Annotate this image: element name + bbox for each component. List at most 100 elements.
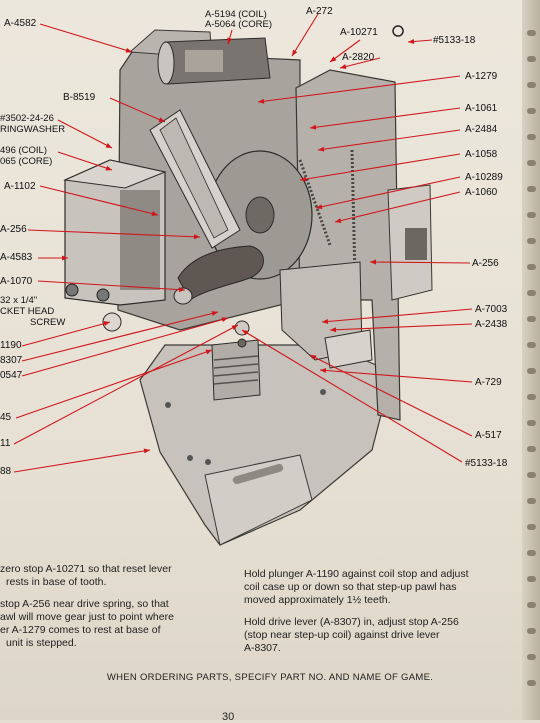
leader-line [39, 185, 159, 216]
callout-core065: 065 (CORE) [0, 156, 53, 167]
callout-1190: 1190 [0, 340, 22, 351]
callout-a256-left: A-256 [0, 224, 27, 235]
leader-arrowhead [258, 98, 265, 104]
binding-holes [526, 30, 536, 710]
instruction-line: moved approximately 1½ teeth. [244, 594, 391, 606]
coil-case-screw [65, 283, 79, 297]
callout-a256-right: A-256 [472, 258, 499, 269]
binding-hole [527, 238, 536, 244]
leader-arrowhead [193, 234, 200, 240]
callout-3502a: #3502-24-26 [0, 113, 54, 124]
leader-line [329, 39, 361, 63]
callout-a4582: A-4582 [4, 18, 37, 29]
callout-a1070: A-1070 [0, 276, 33, 287]
leader-line [13, 449, 151, 473]
callout-a517: A-517 [475, 430, 502, 441]
binding-hole [527, 420, 536, 426]
callout-3502b: RINGWASHER [0, 124, 66, 135]
callout-a5064: A-5064 (CORE) [205, 19, 273, 30]
leader-line [319, 369, 473, 383]
plunger-roller [102, 312, 122, 332]
binding-hole [527, 212, 536, 218]
binding-hole [527, 290, 536, 296]
leader-line [37, 280, 186, 291]
instruction-line: stop A-256 near drive spring, so that [0, 598, 169, 610]
drive-spring [177, 245, 264, 301]
base-hole [165, 402, 171, 408]
binding-hole [527, 654, 536, 660]
binding-hole [527, 160, 536, 166]
leader-arrowhead [330, 56, 337, 62]
instruction-line: rests in base of tooth. [6, 576, 107, 588]
leader-line [21, 317, 229, 377]
leader-line [291, 13, 319, 57]
leader-line [27, 229, 201, 238]
e-ring [392, 25, 404, 37]
binding-hole [527, 628, 536, 634]
binding-hole [527, 264, 536, 270]
leader-line [241, 329, 463, 463]
callout-a10289: A-10289 [465, 172, 503, 183]
binding-hole [527, 108, 536, 114]
leader-line [257, 75, 461, 103]
leader-arrowhead [105, 143, 112, 148]
leader-arrowhead [62, 255, 68, 261]
right-bracket-window [405, 228, 427, 260]
callout-a272: A-272 [306, 6, 333, 17]
callout-a1058: A-1058 [465, 149, 498, 160]
leader-line [329, 323, 473, 331]
instruction-line: (stop near step-up coil) against drive l… [244, 629, 440, 641]
callout-5133-top: #5133-18 [433, 35, 476, 46]
mechanism-diagram [13, 13, 473, 546]
leader-arrowhead [103, 321, 110, 326]
leader-arrowhead [125, 47, 132, 53]
leader-line [15, 349, 213, 419]
binding-hole [527, 550, 536, 556]
leader-line [57, 119, 113, 149]
base-hole [320, 389, 326, 395]
leader-arrowhead [178, 287, 185, 293]
callout-screw-head: CKET HEAD [0, 306, 55, 317]
callout-a729: A-729 [475, 377, 502, 388]
leader-arrowhead [335, 218, 342, 224]
coil-case-inner [120, 190, 160, 290]
spiral-binding [522, 0, 540, 720]
binding-hole [527, 368, 536, 374]
contact-stack-leaf [159, 117, 229, 239]
coil-case-screw [96, 288, 110, 302]
binding-hole [527, 602, 536, 608]
binding-hole [527, 498, 536, 504]
leader-line [109, 97, 166, 123]
base-hole [205, 459, 211, 465]
leader-arrowhead [227, 37, 233, 44]
binding-hole [527, 446, 536, 452]
leader-arrowhead [205, 349, 212, 355]
leader-arrowhead [408, 39, 415, 44]
instruction-line: coil case up or down so that step-up paw… [244, 581, 457, 593]
leader-lines [13, 13, 473, 473]
leader-line [369, 261, 471, 264]
leader-line [13, 324, 239, 445]
callout-a2820: A-2820 [342, 52, 375, 63]
leader-line [299, 153, 461, 181]
callout-a2484: A-2484 [465, 124, 498, 135]
leader-arrowhead [231, 325, 238, 331]
lower-switch [324, 329, 373, 369]
binding-hole [527, 524, 536, 530]
leader-arrowhead [158, 117, 165, 122]
leader-arrowhead [292, 49, 298, 56]
binding-hole [527, 680, 536, 686]
callout-8307: 8307 [0, 355, 23, 366]
leader-arrowhead [322, 318, 329, 324]
callout-45: 45 [0, 412, 12, 423]
callout-88: 88 [0, 466, 12, 477]
leader-arrowhead [221, 317, 228, 323]
leader-line [21, 311, 219, 362]
callout-5133-bottom: #5133-18 [465, 458, 508, 469]
binding-hole [527, 186, 536, 192]
callout-a1102: A-1102 [4, 181, 36, 192]
ordering-note: WHEN ORDERING PARTS, SPECIFY PART NO. AN… [106, 672, 434, 683]
leader-line [339, 57, 381, 69]
leader-line [309, 107, 461, 129]
